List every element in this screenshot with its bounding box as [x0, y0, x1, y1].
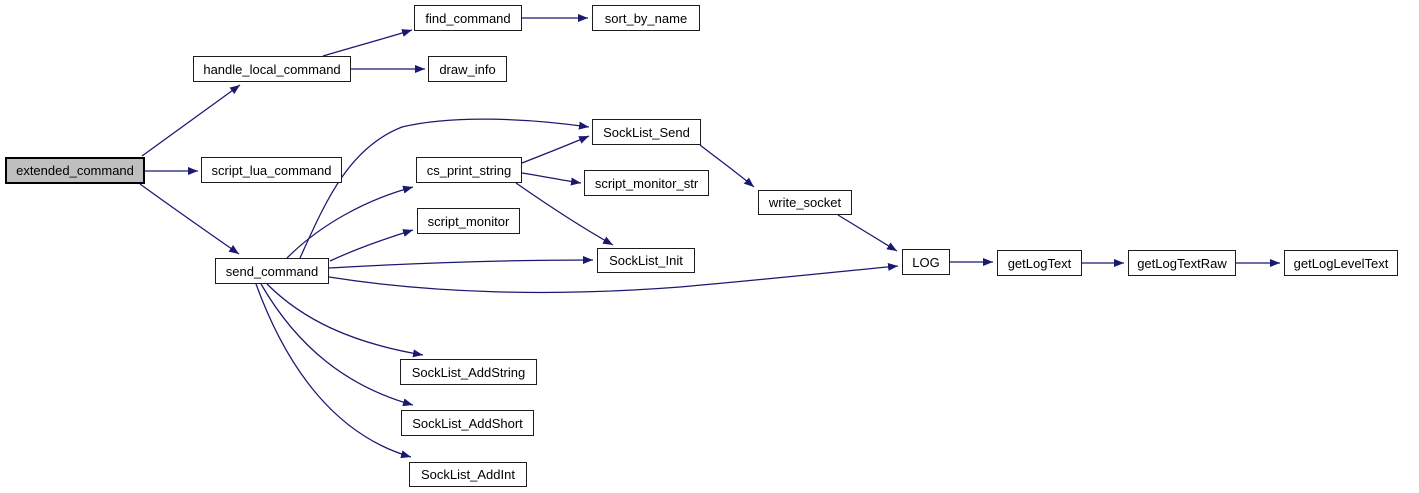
edge-send_command-to-LOG	[328, 262, 899, 294]
node-script_monitor_str[interactable]: script_monitor_str	[584, 170, 709, 196]
edge-cs_print_string-to-SockList_Init	[515, 182, 614, 246]
node-sort_by_name[interactable]: sort_by_name	[592, 5, 700, 31]
edge-send_command-to-script_monitor	[329, 229, 414, 262]
node-extended_command[interactable]: extended_command	[5, 157, 145, 184]
edge-send_command-to-SockList_AddShort	[260, 283, 414, 407]
node-script_monitor[interactable]: script_monitor	[417, 208, 520, 234]
edge-write_socket-to-LOG	[837, 214, 898, 252]
node-SockList_AddInt[interactable]: SockList_AddInt	[409, 462, 527, 487]
node-draw_info[interactable]: draw_info	[428, 56, 507, 82]
node-getLogTextRaw[interactable]: getLogTextRaw	[1128, 250, 1236, 276]
node-SockList_AddShort[interactable]: SockList_AddShort	[401, 410, 534, 436]
edge-extended_command-to-send_command	[139, 183, 240, 255]
node-find_command[interactable]: find_command	[414, 5, 522, 31]
edge-send_command-to-cs_print_string	[286, 185, 414, 259]
edge-cs_print_string-to-script_monitor_str	[521, 172, 582, 186]
edge-SockList_Send-to-write_socket	[699, 144, 755, 188]
node-getLogLevelText[interactable]: getLogLevelText	[1284, 250, 1398, 276]
edge-send_command-to-SockList_Send	[299, 118, 590, 259]
node-SockList_Send[interactable]: SockList_Send	[592, 119, 701, 145]
node-SockList_Init[interactable]: SockList_Init	[597, 248, 695, 273]
edge-send_command-to-SockList_Init	[328, 256, 594, 269]
edge-extended_command-to-handle_local_command	[141, 84, 241, 157]
node-LOG[interactable]: LOG	[902, 249, 950, 275]
node-cs_print_string[interactable]: cs_print_string	[416, 157, 522, 183]
edge-cs_print_string-to-SockList_Send	[521, 135, 590, 164]
node-getLogText[interactable]: getLogText	[997, 250, 1082, 276]
node-script_lua_command[interactable]: script_lua_command	[201, 157, 342, 183]
edge-send_command-to-SockList_AddInt	[255, 283, 412, 459]
node-write_socket[interactable]: write_socket	[758, 190, 852, 215]
node-send_command[interactable]: send_command	[215, 258, 329, 284]
node-handle_local_command[interactable]: handle_local_command	[193, 56, 351, 82]
node-SockList_AddString[interactable]: SockList_AddString	[400, 359, 537, 385]
edge-handle_local_command-to-find_command	[322, 29, 413, 57]
edge-send_command-to-SockList_AddString	[266, 283, 424, 358]
